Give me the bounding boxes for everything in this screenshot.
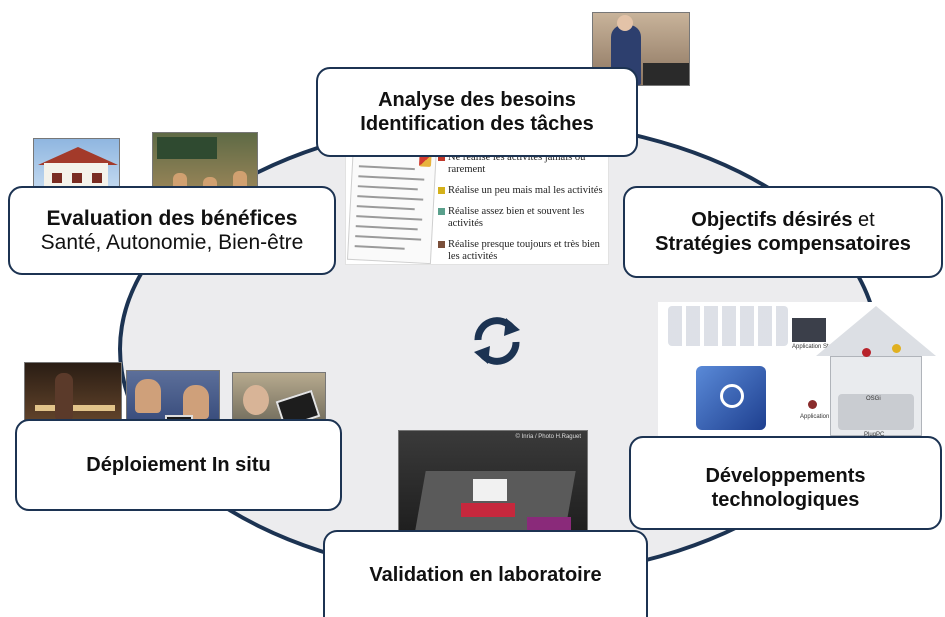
stage-subtitle: Stratégies compensatoires — [655, 233, 911, 255]
osgi-platform — [838, 394, 914, 430]
application-node-icon — [808, 400, 817, 409]
plugpc-label: PlugPC — [864, 432, 885, 438]
stage-title: Objectifs désirés et — [691, 208, 874, 232]
stage-objectifs: Objectifs désirés et Stratégies compensa… — [623, 186, 943, 278]
tech-development-diagram: Application Store OSGi PlugPC Applicatio… — [658, 302, 938, 442]
legend-text: Réalise un peu mais mal les activités — [448, 185, 603, 196]
legend-swatch — [438, 241, 445, 248]
legend-swatch — [438, 208, 445, 215]
legend-text: Réalise assez bien et souvent les activi… — [448, 206, 585, 229]
app-icons-strip — [668, 306, 788, 346]
software-cube-icon — [696, 366, 766, 430]
sync-arrows-icon — [474, 317, 520, 365]
stage-title-rest: et — [852, 209, 875, 231]
legend-item: Ne réalise les activités jamais ou rarem… — [438, 152, 606, 176]
stage-validation: Validation en laboratoire — [323, 530, 648, 617]
stage-subtitle: technologiques — [711, 489, 860, 511]
legend-text: Ne réalise les activités jamais ou rarem… — [448, 152, 586, 175]
app-store-label: Application Store — [792, 344, 838, 350]
questionnaire-sheet — [346, 141, 438, 264]
sensor-icon — [862, 348, 871, 357]
bulb-icon — [892, 344, 901, 353]
stage-title: Déploiement In situ — [86, 454, 271, 476]
smart-home-roof — [816, 306, 936, 356]
stage-deploiement: Déploiement In situ — [15, 419, 342, 511]
stage-title: Analyse des besoins — [378, 89, 576, 111]
questionnaire-image: Ne réalise les activités jamais ou rarem… — [346, 140, 608, 264]
stage-subtitle: Santé, Autonomie, Bien-être — [40, 230, 304, 254]
legend-item: Réalise presque toujours et très bien le… — [438, 239, 606, 263]
legend-item: Réalise assez bien et souvent les activi… — [438, 206, 606, 230]
questionnaire-legend: Ne réalise les activités jamais ou rarem… — [438, 152, 606, 264]
stage-subtitle: Identification des tâches — [360, 113, 594, 135]
stage-title: Evaluation des bénéfices — [46, 206, 298, 230]
stage-developpements: Développements technologiques — [629, 436, 942, 530]
application-label: Application — [800, 414, 830, 420]
legend-item: Réalise un peu mais mal les activités — [438, 185, 606, 197]
legend-swatch — [438, 154, 445, 161]
stage-title: Validation en laboratoire — [369, 563, 602, 586]
photo-credit: © Inria / Photo H.Raguet — [515, 434, 581, 440]
legend-text: Réalise presque toujours et très bien le… — [448, 239, 600, 262]
stage-title: Développements — [705, 465, 866, 487]
stage-analyse-besoins: Analyse des besoins Identification des t… — [316, 67, 638, 157]
osgi-label: OSGi — [866, 396, 881, 402]
stage-evaluation: Evaluation des bénéfices Santé, Autonomi… — [8, 186, 336, 275]
legend-swatch — [438, 187, 445, 194]
stage-title-bold: Objectifs désirés — [691, 209, 853, 231]
